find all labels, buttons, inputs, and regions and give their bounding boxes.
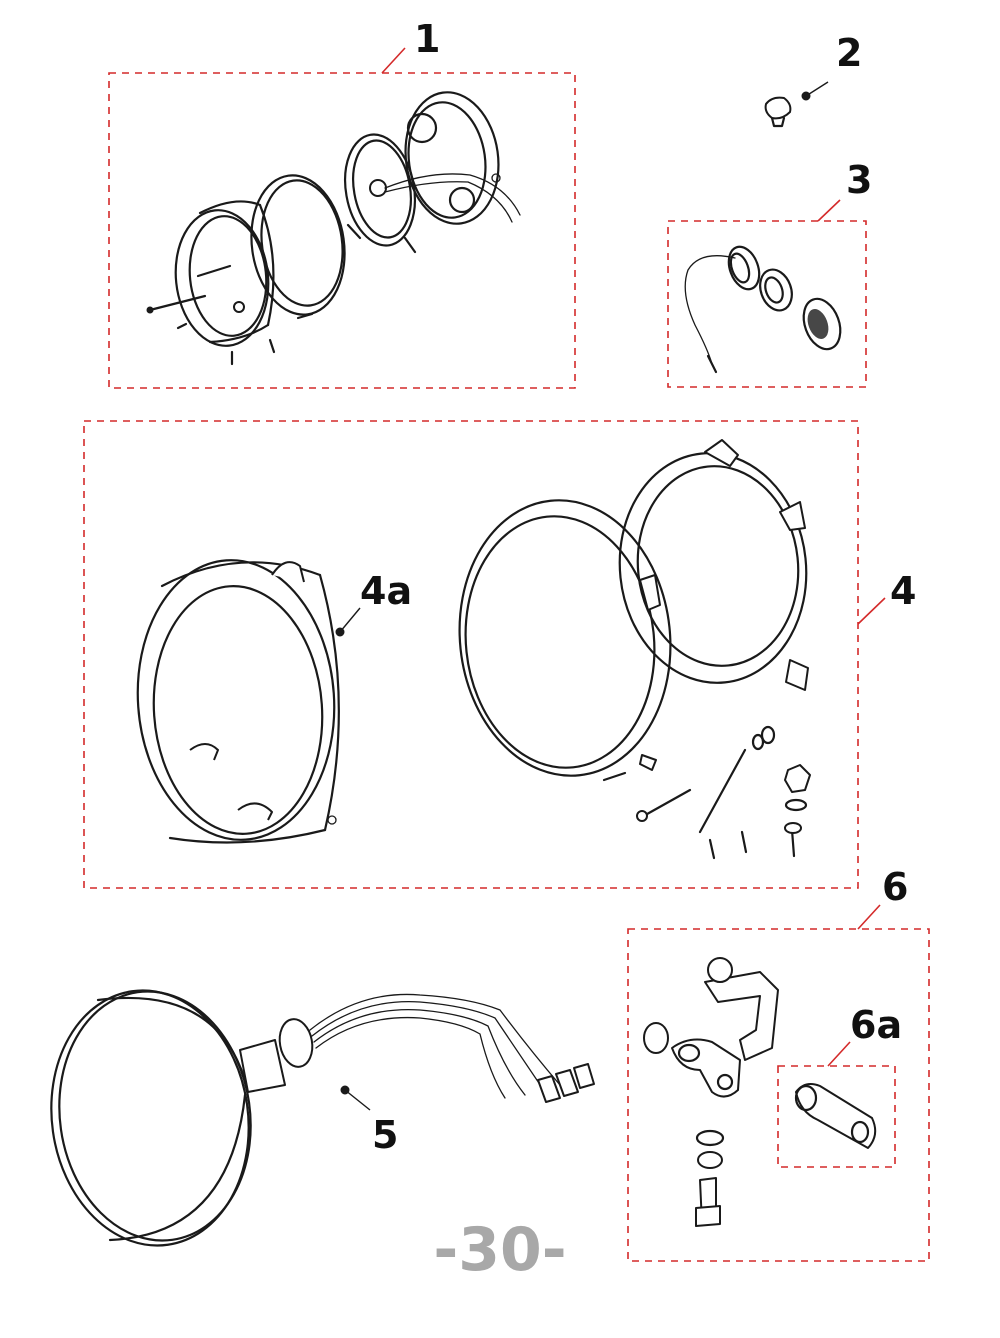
group-3-leader [817, 199, 841, 222]
group-6a-box [777, 1065, 896, 1168]
callout-4[interactable]: 4 [890, 569, 916, 613]
callout-6[interactable]: 6 [882, 865, 908, 909]
shell-wiring [384, 173, 521, 223]
callout-4a[interactable]: 4a [360, 569, 412, 613]
rim-4a-leader [339, 607, 361, 633]
pigtail-wire [684, 255, 736, 365]
group-6-bracket-set: 6 6a [627, 865, 930, 1262]
group-3-grommet-set: 3 [667, 158, 872, 388]
rim-screws [146, 264, 314, 366]
beam-harness [309, 993, 561, 1099]
group-6a-leader [827, 1041, 851, 1067]
item-2-leader [805, 81, 829, 97]
item-5-sealed-beam: 5 [50, 989, 595, 1247]
group-4-rim-set: 4 4a [83, 420, 916, 889]
rim-4a [136, 559, 361, 844]
group-1-headlamp-assembly: 1 [108, 17, 576, 389]
group-6-leader [857, 904, 881, 930]
bracket [643, 957, 779, 1227]
group-4-leader [857, 597, 886, 625]
headlamp-rim [174, 200, 275, 347]
group-1-leader [381, 47, 406, 74]
page-number: -30- [433, 1215, 566, 1285]
mounting-ring [618, 439, 809, 691]
item-5-leader [344, 1089, 371, 1111]
group-6-box [627, 928, 930, 1262]
callout-6a[interactable]: 6a [850, 1003, 902, 1047]
group-1-box [108, 72, 576, 389]
group-4-box [83, 420, 859, 889]
rim-4-outer [458, 499, 672, 777]
item-2-plug: 2 [764, 31, 862, 128]
rim-fasteners [602, 725, 811, 860]
clamp-6a [794, 1083, 877, 1149]
headlamp-shell [404, 91, 501, 225]
callout-3[interactable]: 3 [846, 158, 872, 202]
callout-5[interactable]: 5 [372, 1113, 398, 1157]
inner-ring [344, 133, 417, 254]
callout-1[interactable]: 1 [414, 17, 440, 61]
callout-2[interactable]: 2 [836, 31, 862, 75]
